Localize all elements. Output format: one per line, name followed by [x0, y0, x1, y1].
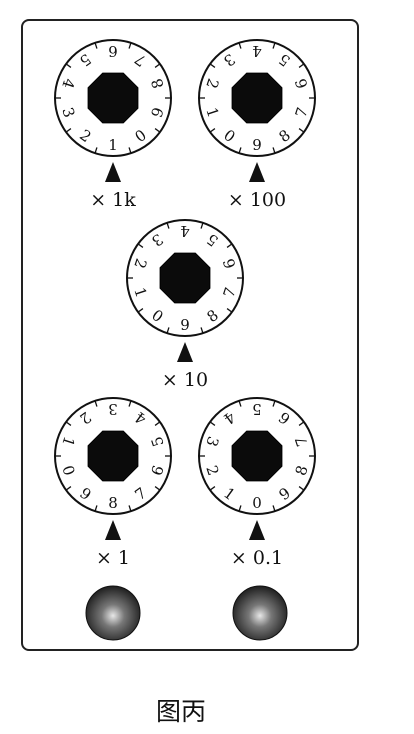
dial-tick — [94, 147, 98, 154]
dial-digit: 5 — [252, 400, 262, 418]
dial-tick — [200, 327, 204, 334]
dial-digit: 0 — [252, 494, 262, 512]
dial-pointer — [177, 342, 193, 362]
dial-tick — [94, 505, 98, 512]
dial-tick — [154, 63, 161, 68]
dial-knob[interactable] — [231, 72, 283, 124]
dial-tick — [94, 400, 98, 407]
dial-multiplier-label: × 1 — [96, 547, 130, 569]
dial-digit: 6 — [108, 42, 118, 60]
dial-knob[interactable] — [87, 72, 139, 124]
dial-tick — [154, 421, 161, 426]
dial-tick — [128, 400, 132, 407]
dial-tick — [298, 128, 305, 133]
dial-tick — [238, 400, 242, 407]
dial-tick — [128, 42, 132, 49]
dial-tick — [166, 222, 170, 229]
dial-knob[interactable] — [159, 252, 211, 304]
dial-tick — [272, 147, 276, 154]
dial-pointer — [249, 162, 265, 182]
dial-digit: 8 — [108, 494, 118, 512]
dial-tick — [272, 505, 276, 512]
dial-tick — [65, 128, 72, 133]
dial-tick — [209, 63, 216, 68]
dial-tick — [272, 400, 276, 407]
dial-tick — [209, 128, 216, 133]
dial-tick — [128, 505, 132, 512]
dial-digit: 1 — [108, 136, 118, 154]
dial-digit: 4 — [180, 222, 190, 240]
dial-tick — [65, 421, 72, 426]
dial-pointer — [105, 162, 121, 182]
dial-tick — [200, 222, 204, 229]
dial-tick — [154, 486, 161, 491]
dial-tick — [209, 486, 216, 491]
dial-pointer — [105, 520, 121, 540]
dial-tick — [238, 42, 242, 49]
dial-tick — [94, 42, 98, 49]
dial-multiplier-label: × 1k — [90, 189, 136, 211]
dial-tick — [65, 486, 72, 491]
dial-knob[interactable] — [231, 430, 283, 482]
dial-multiplier-label: × 100 — [228, 189, 286, 211]
dial-digit: 3 — [108, 400, 118, 418]
dial-digit: 4 — [252, 42, 262, 60]
dial-digit: 9 — [180, 316, 190, 334]
dial-tick — [238, 147, 242, 154]
dial-tick — [137, 243, 144, 248]
dial-digit: 9 — [252, 136, 262, 154]
dial-tick — [298, 486, 305, 491]
dial-tick — [238, 505, 242, 512]
dial-tick — [298, 63, 305, 68]
dial-tick — [226, 308, 233, 313]
dial-tick — [128, 147, 132, 154]
terminal-right[interactable] — [232, 585, 288, 641]
terminal-left[interactable] — [85, 585, 141, 641]
dial-multiplier-label: × 10 — [162, 369, 208, 391]
dial-multiplier-label: × 0.1 — [231, 547, 283, 569]
dial-tick — [209, 421, 216, 426]
dial-tick — [166, 327, 170, 334]
dial-pointer — [249, 520, 265, 540]
dial-tick — [137, 308, 144, 313]
dial-tick — [65, 63, 72, 68]
figure-caption: 图丙 — [156, 697, 206, 726]
panel-frame — [21, 19, 359, 651]
terminals-layer — [85, 585, 288, 641]
dial-tick — [298, 421, 305, 426]
dial-knob[interactable] — [87, 430, 139, 482]
dial-tick — [226, 243, 233, 248]
dial-tick — [154, 128, 161, 133]
dial-tick — [272, 42, 276, 49]
